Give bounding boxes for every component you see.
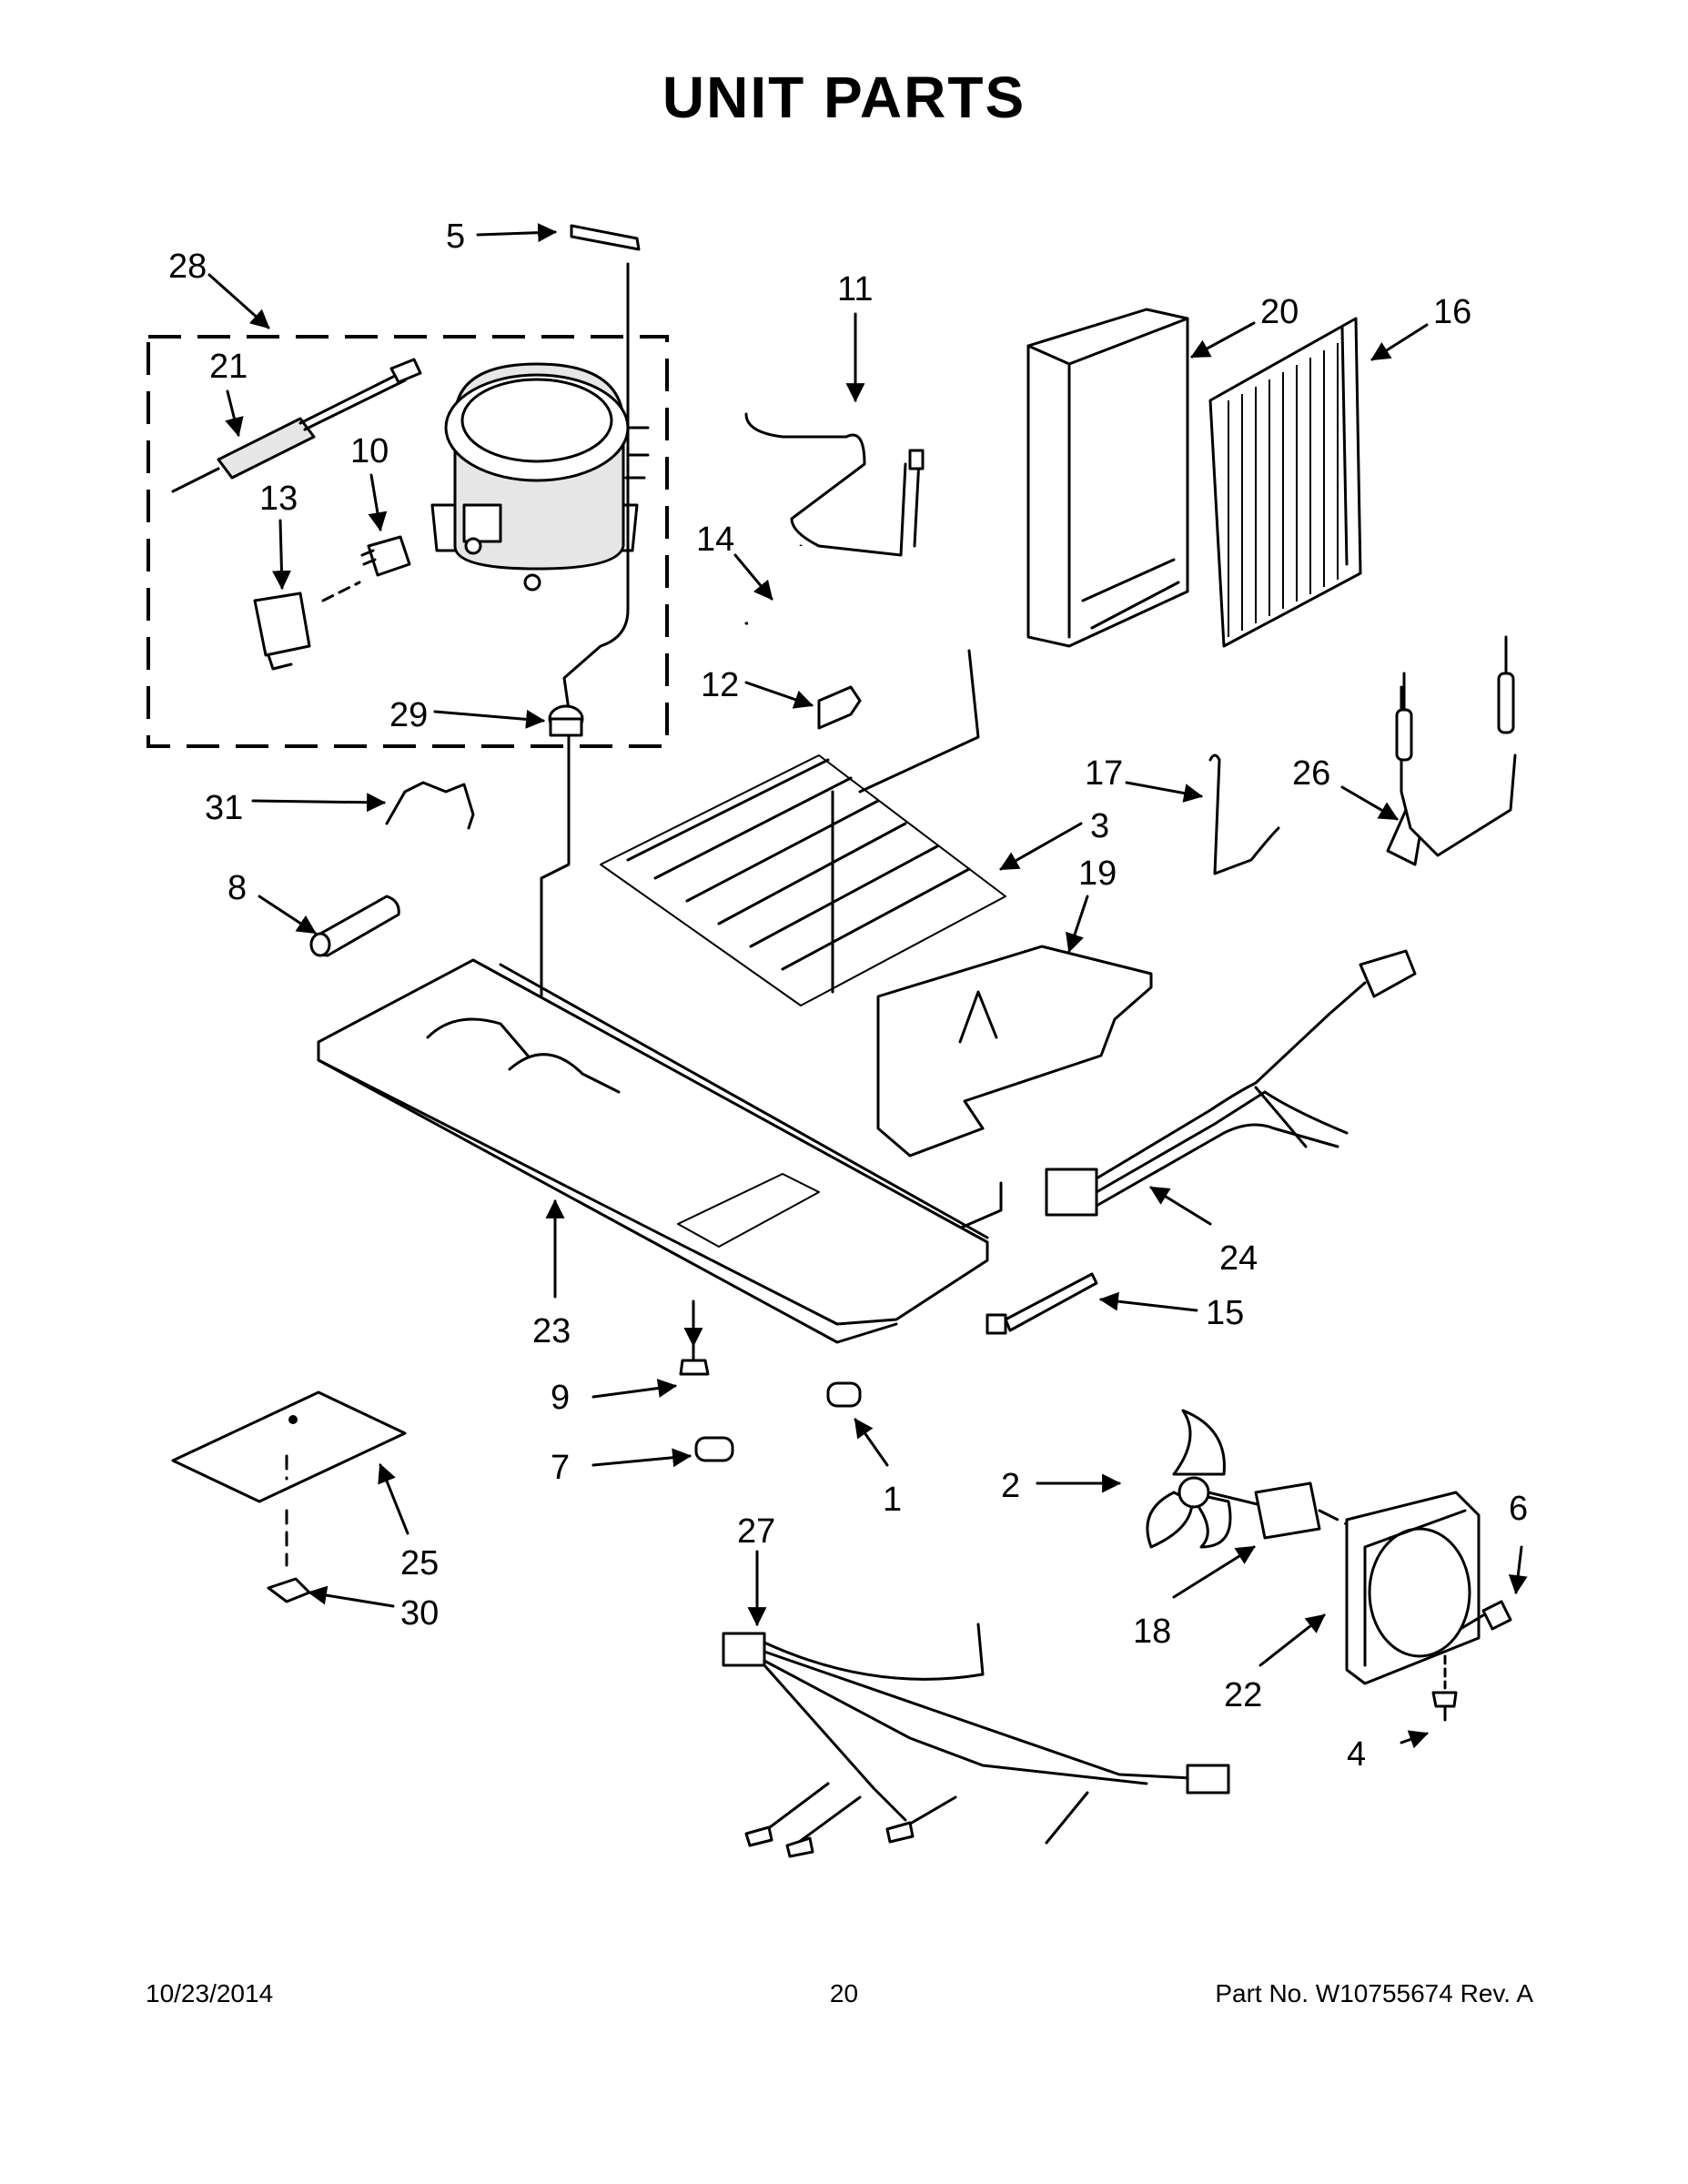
base-plate-part: [317, 958, 989, 1344]
bushing-7-part: [694, 1436, 734, 1462]
callout-22: 22: [1224, 1676, 1262, 1714]
filter-drier-part: [1386, 635, 1517, 866]
relay-part: [253, 581, 361, 671]
callout-28: 28: [168, 248, 207, 286]
process-tube: [540, 262, 630, 1148]
callout-16: 16: [1433, 293, 1471, 331]
clip-12-part: [817, 685, 862, 730]
strap-part: [570, 224, 641, 251]
evaporator-part: [1208, 317, 1362, 648]
callout-7: 7: [551, 1449, 570, 1487]
callout-3: 3: [1090, 807, 1109, 845]
callout-19: 19: [1078, 854, 1117, 893]
wire-harness-27-part: [722, 1623, 1230, 1858]
drain-trough-part: [876, 945, 1153, 1158]
grommet-part: [548, 704, 584, 737]
compressor-part: [430, 362, 650, 592]
callout-14: 14: [696, 521, 734, 559]
defrost-heater-part: [600, 649, 1006, 1006]
sleeve-part: [309, 895, 400, 957]
callout-27: 27: [737, 1512, 775, 1551]
bushing-1-part: [826, 1381, 862, 1408]
page-title: UNIT PARTS: [662, 65, 1026, 130]
page-number: 20: [829, 1979, 859, 2007]
callout-9: 9: [551, 1379, 570, 1417]
overload-part: [171, 358, 422, 493]
clip-30-part: [267, 1577, 311, 1603]
callout-24: 24: [1219, 1239, 1258, 1278]
cable-tie-part: [986, 1272, 1098, 1335]
callout-25: 25: [400, 1544, 439, 1582]
callout-18: 18: [1133, 1613, 1171, 1651]
callout-5: 5: [446, 217, 465, 256]
screw-4-part: [1431, 1654, 1458, 1722]
callout-2: 2: [1001, 1467, 1020, 1505]
callout-26: 26: [1292, 754, 1330, 793]
callout-8: 8: [227, 869, 247, 907]
fan-shroud-part: [1345, 1491, 1481, 1685]
evaporator-cover-part: [1026, 308, 1189, 648]
callout-10: 10: [350, 432, 389, 470]
callout-29: 29: [389, 696, 428, 734]
callout-17: 17: [1085, 754, 1123, 793]
callout-20: 20: [1260, 293, 1299, 331]
callout-23: 23: [532, 1312, 571, 1350]
callout-6: 6: [1509, 1490, 1528, 1528]
callout-12: 12: [701, 666, 739, 704]
screw-9-part: [679, 1340, 710, 1376]
suction-line-part: [744, 412, 921, 557]
callout-31: 31: [205, 789, 243, 827]
callout-labels: 5 28 21 10 13 29 31 8 11 14 12 20 16 17 …: [168, 217, 1528, 1774]
fan-blade-part: [1146, 1409, 1232, 1549]
callout-21: 21: [209, 348, 248, 386]
callout-11: 11: [837, 270, 873, 308]
callout-13: 13: [259, 480, 298, 518]
wire-harness-part: [1045, 949, 1417, 1217]
drain-tube-part: [1208, 753, 1280, 875]
overload-protector-part: [360, 535, 411, 577]
clip-part: [385, 781, 475, 830]
callout-30: 30: [400, 1594, 439, 1633]
callout-15: 15: [1206, 1294, 1244, 1332]
screw-6-part: [1459, 1600, 1512, 1631]
compressor-group-box: [147, 335, 669, 748]
footer-date: 10/23/2014: [146, 1979, 274, 2007]
leader-lines: [207, 223, 1528, 1749]
cover-plate-part: [171, 1390, 407, 1567]
callout-1: 1: [883, 1481, 902, 1519]
callout-4: 4: [1347, 1735, 1366, 1774]
part-number: Part No. W10755674 Rev. A: [1215, 1979, 1533, 2007]
